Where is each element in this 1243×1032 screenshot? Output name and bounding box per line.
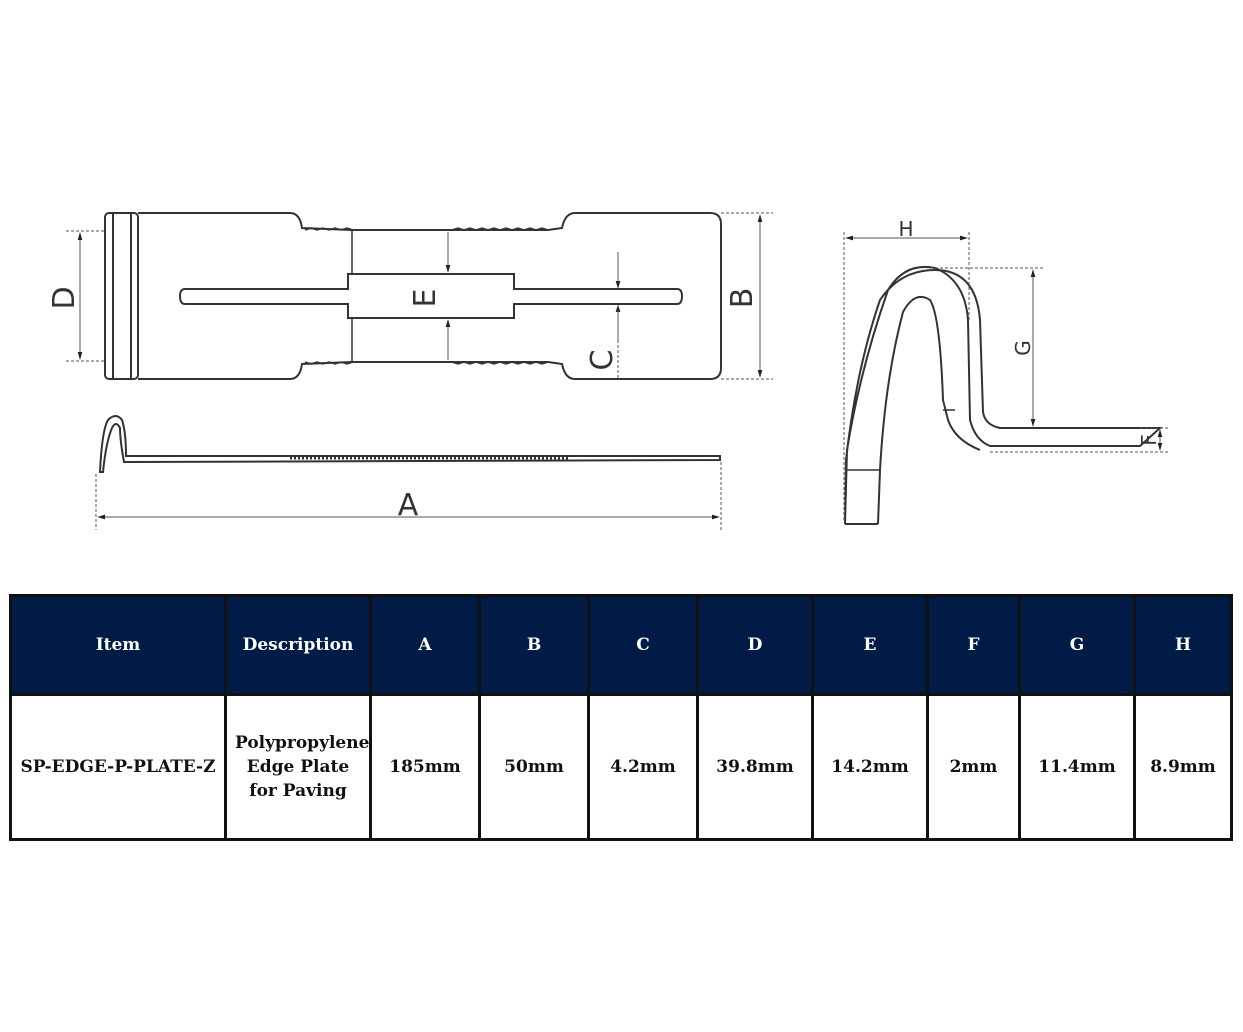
header-a: A bbox=[369, 594, 481, 696]
label-d: D bbox=[47, 286, 82, 309]
cell-g: 11.4mm bbox=[1018, 693, 1136, 841]
cell-e: 14.2mm bbox=[811, 693, 929, 841]
cell-a: 185mm bbox=[369, 693, 481, 841]
technical-drawing: D E C B A H G F bbox=[47, 212, 1170, 530]
label-h: H bbox=[898, 217, 913, 241]
label-c: C bbox=[585, 350, 620, 371]
label-g: G bbox=[1011, 340, 1035, 356]
dimension-lines-profile bbox=[843, 232, 1170, 520]
header-b: B bbox=[478, 594, 590, 696]
cell-description: Polypropylene Edge Plate for Paving bbox=[224, 693, 372, 841]
cell-h: 8.9mm bbox=[1133, 693, 1233, 841]
table-row: SP-EDGE-P-PLATE-Z Polypropylene Edge Pla… bbox=[9, 693, 1233, 841]
header-h: H bbox=[1133, 594, 1233, 696]
label-f: F bbox=[1137, 434, 1161, 446]
cell-b: 50mm bbox=[478, 693, 590, 841]
header-e: E bbox=[811, 594, 929, 696]
plate-profile-view bbox=[844, 266, 1163, 525]
header-f: F bbox=[926, 594, 1021, 696]
header-description: Description bbox=[224, 594, 372, 696]
header-d: D bbox=[696, 594, 814, 696]
spec-table: Item Description A B C D E F G H SP-EDGE… bbox=[9, 594, 1233, 841]
plate-side-view bbox=[98, 415, 721, 473]
plate-top-view bbox=[104, 212, 722, 380]
cell-d: 39.8mm bbox=[696, 693, 814, 841]
dimension-line-a bbox=[95, 462, 722, 530]
label-e: E bbox=[408, 289, 443, 308]
cell-item: SP-EDGE-P-PLATE-Z bbox=[9, 693, 227, 841]
header-item: Item bbox=[9, 594, 227, 696]
table-header-row: Item Description A B C D E F G H bbox=[9, 594, 1233, 696]
cell-f: 2mm bbox=[926, 693, 1021, 841]
cell-c: 4.2mm bbox=[587, 693, 699, 841]
header-g: G bbox=[1018, 594, 1136, 696]
dimension-lines-top bbox=[66, 212, 773, 380]
header-c: C bbox=[587, 594, 699, 696]
label-b: B bbox=[725, 288, 760, 309]
label-a: A bbox=[398, 488, 419, 523]
